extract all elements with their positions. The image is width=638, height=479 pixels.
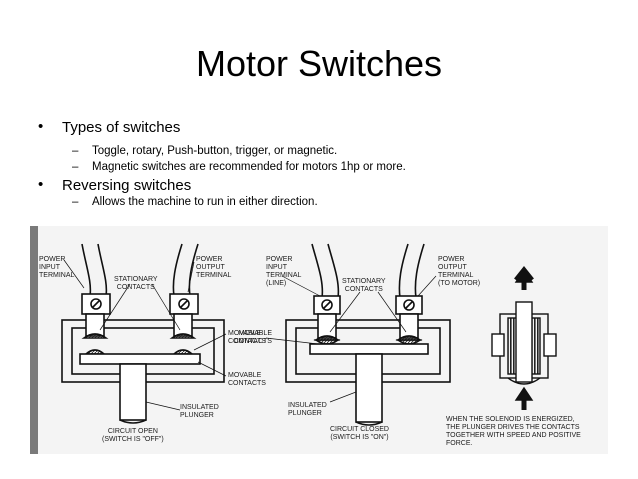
screw-slot [323, 301, 331, 309]
leader-line [417, 275, 437, 297]
label-movable-contacts: MOVABLE CONTACTS [228, 330, 266, 345]
screw-slot [405, 301, 413, 309]
stationary-contact [81, 333, 109, 339]
sub-bullet-dash: – [72, 161, 79, 173]
output-wire [172, 243, 183, 297]
sub-bullet-text: Allows the machine to run in either dire… [92, 196, 318, 208]
slide-title: Motor Switches [195, 43, 443, 84]
switch-diagram-drawing [30, 226, 557, 454]
leader-line [145, 401, 181, 411]
label-power-input: POWER INPUT TERMINAL [39, 256, 75, 279]
stationary-contact-arm [399, 313, 419, 339]
bullet-text: Types of switches [62, 119, 181, 136]
sub-bullet-text: Toggle, rotary, Push-button, trigger, or… [92, 145, 338, 157]
solenoid-plunger [515, 301, 533, 383]
solenoid-drawing [491, 265, 557, 410]
solenoid-pole [543, 333, 557, 357]
sub-bullet-text: Magnetic switches are recommended for mo… [92, 161, 406, 173]
screw-slot [92, 300, 100, 308]
label-circuit-open: CIRCUIT OPEN (SWITCH IS "OFF") [102, 428, 164, 443]
leader-line [63, 259, 85, 289]
insulated-plunger [119, 363, 147, 421]
scan-edge [30, 226, 38, 454]
leader-line [99, 283, 131, 331]
label-movable-contacts: MOVABLE CONTACTS [228, 372, 266, 387]
stationary-contact [169, 333, 197, 339]
up-arrow-head [514, 386, 534, 401]
label-circuit-closed: CIRCUIT CLOSED (SWITCH IS "ON") [330, 426, 389, 441]
input-wire [327, 243, 340, 299]
label-stationary-contacts: STATIONARY CONTACTS [342, 278, 386, 293]
leader-line [187, 261, 195, 293]
movable-contact-bar [79, 353, 201, 365]
solenoid-caption: WHEN THE SOLENOID IS ENERGIZED, THE PLUN… [446, 416, 581, 447]
leader-line [265, 337, 319, 345]
sub-bullet-dash: – [72, 196, 79, 208]
motor-switch-figure: POWER INPUT TERMINAL POWER OUTPUT TERMIN… [30, 226, 608, 454]
switch-closed-drawing [265, 243, 451, 426]
bullet-dot: • [38, 118, 44, 135]
leader-line [151, 283, 181, 331]
solenoid-pole [491, 333, 505, 357]
switch-open-drawing [61, 243, 227, 424]
input-wire [81, 243, 92, 297]
label-insulated-plunger: INSULATED PLUNGER [180, 404, 219, 419]
leader-line [377, 291, 407, 333]
label-power-output: POWER OUTPUT TERMINAL [196, 256, 232, 279]
leader-line [329, 291, 361, 333]
leader-line [329, 391, 357, 403]
up-arrow-head [514, 268, 534, 283]
solenoid-spring [507, 377, 541, 385]
label-power-input-line: POWER INPUT TERMINAL (LINE) [266, 256, 302, 287]
input-wire [311, 243, 324, 299]
output-wire [414, 243, 425, 299]
bullet-text: Reversing switches [62, 177, 192, 194]
plunger-end [355, 421, 383, 426]
sub-bullet-dash: – [72, 145, 79, 157]
screw-slot [180, 300, 188, 308]
output-wire [188, 243, 199, 297]
label-stationary-contacts: STATIONARY CONTACTS [114, 276, 158, 291]
stationary-contact-arm [85, 313, 105, 337]
plunger-end [119, 419, 147, 424]
leader-line [193, 333, 227, 351]
leader-line [197, 361, 227, 377]
label-power-output-motor: POWER OUTPUT TERMINAL (TO MOTOR) [438, 256, 481, 287]
stationary-contact-arm [317, 313, 337, 339]
label-insulated-plunger: INSULATED PLUNGER [288, 402, 327, 417]
movable-contact-bar [309, 343, 429, 355]
output-wire [398, 243, 409, 299]
insulated-plunger [355, 353, 383, 423]
input-wire [97, 243, 108, 297]
label-movable-contacts: MOVABLE CONTACTS [234, 330, 272, 345]
bullet-dot: • [38, 176, 44, 193]
leader-line [281, 275, 321, 297]
